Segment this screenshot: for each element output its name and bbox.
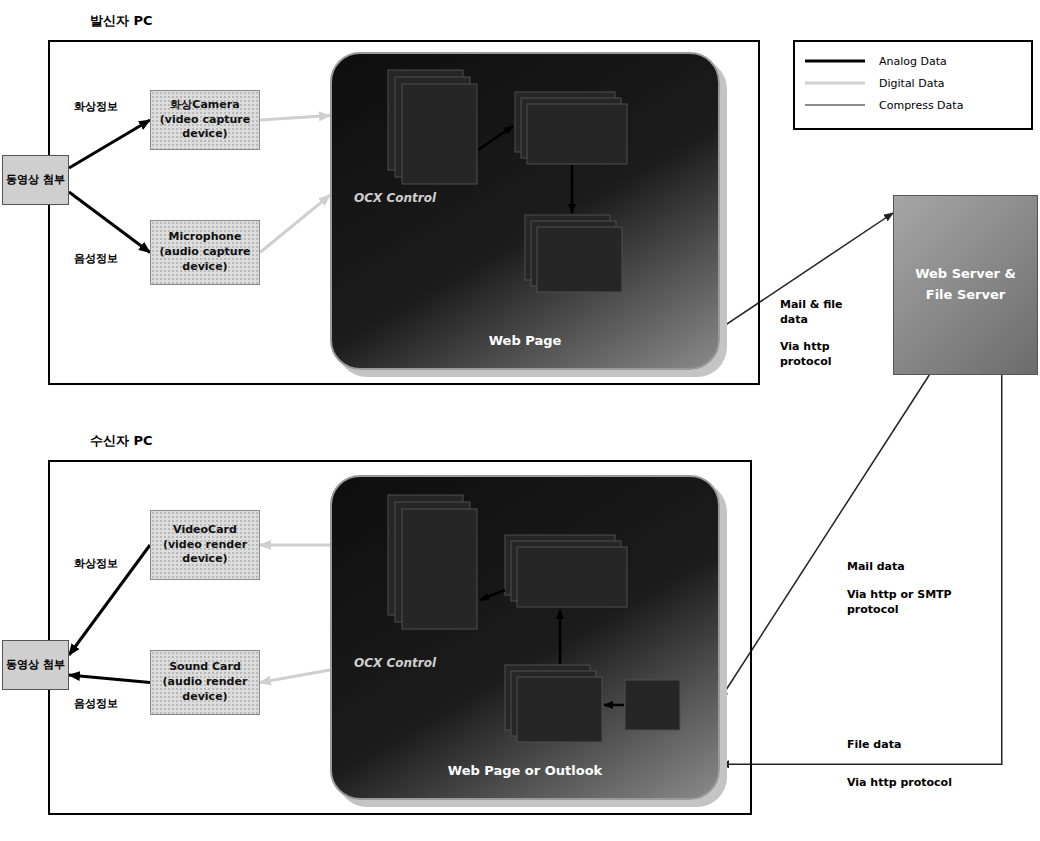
legend-line [805, 82, 865, 85]
connector [69, 675, 150, 683]
protocol-note: Via http protocol [845, 776, 957, 791]
render-device-box: Sound Card (audio render device) [150, 650, 260, 715]
connector [69, 192, 150, 253]
pc-frame: 수신자 PCVideoCard (video render device)Sou… [48, 460, 752, 815]
box-text: 동영상 첨부 [6, 657, 65, 672]
control-label: OCX Control [352, 655, 438, 671]
legend-row: Compress Data [805, 94, 1021, 116]
edge-label: 화상정보 [72, 100, 120, 115]
legend-line [805, 104, 865, 106]
protocol-note: Via http protocol [778, 340, 860, 370]
render-device-box: VideoCard (video render device) [150, 510, 260, 580]
connector [260, 543, 330, 546]
edge-label: 음성정보 [72, 697, 120, 712]
legend-text: Compress Data [879, 99, 963, 112]
box-text: VideoCard (video render device) [155, 523, 255, 568]
legend-line [805, 60, 865, 63]
legend-row: Analog Data [805, 50, 1021, 72]
legend-text: Analog Data [879, 55, 947, 68]
panel-title: Web Page [332, 333, 718, 348]
connector [720, 375, 1002, 764]
control-label: OCX Control [352, 190, 438, 206]
connector [720, 213, 893, 329]
edge-label: 음성정보 [72, 252, 120, 267]
edge-label: Mail & file data [778, 298, 860, 328]
box-text: Sound Card (audio render device) [155, 660, 255, 705]
attachment-box: 동영상 첨부 [2, 155, 69, 205]
edge-label: Mail data [845, 560, 907, 575]
connector [260, 116, 330, 120]
legend-swatch [805, 99, 865, 111]
box-text: 동영상 첨부 [6, 172, 65, 187]
pc-frame: 발신자 PC화상Camera (video capture device)Mic… [48, 40, 760, 385]
capture-device-box: 화상Camera (video capture device) [150, 90, 260, 150]
edge-label: File data [845, 738, 903, 753]
frame-heading: 발신자 PC [90, 12, 153, 30]
frame-heading: 수신자 PC [90, 432, 153, 450]
legend-row: Digital Data [805, 72, 1021, 94]
legend-box: Analog DataDigital DataCompress Data [793, 40, 1033, 130]
attachment-box: 동영상 첨부 [2, 640, 69, 690]
connector [69, 545, 150, 655]
web-page-panel: Web Page or Outlook [330, 475, 720, 800]
edge-label: 화상정보 [72, 557, 120, 572]
connector [69, 120, 150, 168]
connector [260, 195, 330, 252]
server-box: Web Server & File Server [893, 195, 1038, 375]
box-text: Web Server & File Server [902, 264, 1029, 306]
capture-device-box: Microphone (audio capture device) [150, 220, 260, 285]
legend-swatch [805, 77, 865, 89]
box-text: Microphone (audio capture device) [155, 230, 255, 275]
box-text: 화상Camera (video capture device) [155, 98, 255, 143]
legend-text: Digital Data [879, 77, 944, 90]
protocol-note: Via http or SMTP protocol [845, 588, 957, 618]
connector [260, 670, 330, 683]
panel-title: Web Page or Outlook [332, 763, 718, 778]
legend-swatch [805, 55, 865, 67]
web-page-panel: Web Page [330, 52, 720, 370]
